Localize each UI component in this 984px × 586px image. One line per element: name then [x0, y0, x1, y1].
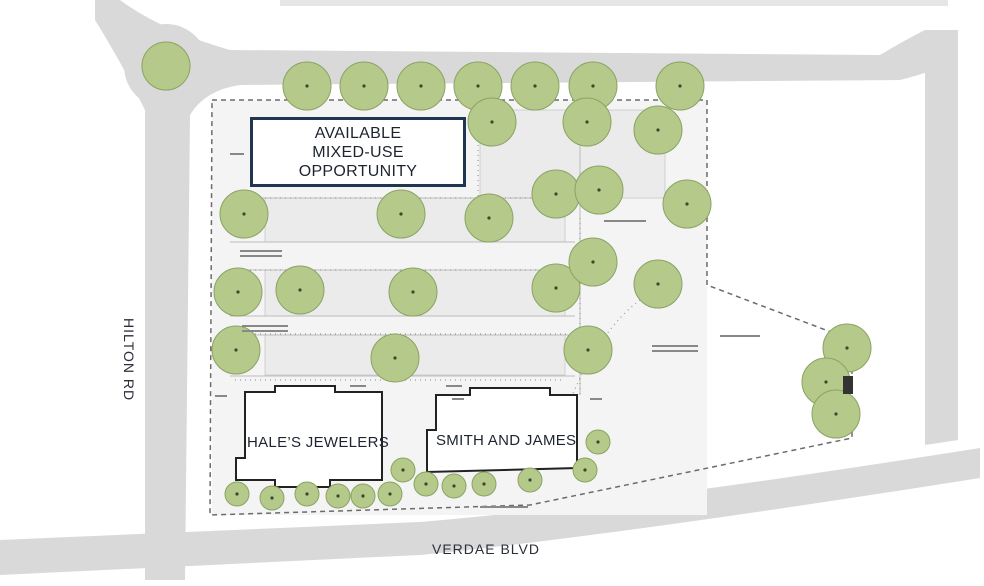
- available-callout: AVAILABLE MIXED-USE OPPORTUNITY: [250, 117, 466, 187]
- tree-trunk-dot: [487, 216, 491, 220]
- callout-line-1: AVAILABLE: [314, 124, 402, 142]
- tree-trunk-dot: [270, 496, 274, 500]
- tree-trunk-dot: [399, 212, 403, 216]
- tree-trunk-dot: [596, 440, 600, 444]
- tree-trunk-dot: [656, 282, 660, 286]
- tree-trunk-dot: [411, 290, 415, 294]
- tree-trunk-dot: [597, 188, 601, 192]
- tree-trunk-dot: [452, 484, 456, 488]
- tree-trunk-dot: [298, 288, 302, 292]
- buildings: [235, 385, 578, 488]
- tree-trunk-dot: [235, 492, 239, 496]
- tree-trunk-dot: [845, 346, 849, 350]
- tree-trunk-dot: [583, 468, 587, 472]
- tree-trunk-dot: [361, 494, 365, 498]
- tree-trunk-dot: [424, 482, 428, 486]
- tree-trunk-dot: [591, 260, 595, 264]
- tree-trunk-dot: [585, 120, 589, 124]
- tree-trunk-dot: [336, 494, 340, 498]
- tree-trunk-dot: [586, 348, 590, 352]
- tree-trunk-dot: [528, 478, 532, 482]
- tree-trunk-dot: [234, 348, 238, 352]
- tree-trunk-dot: [685, 202, 689, 206]
- smith-and-james-building: [426, 387, 578, 474]
- tree-trunk-dot: [482, 482, 486, 486]
- verdae-blvd-road: [0, 448, 980, 575]
- tree-trunk-dot: [656, 128, 660, 132]
- hilton-rd-label: HILTON RD: [121, 318, 137, 402]
- smith-and-james-label: SMITH AND JAMES: [436, 432, 577, 449]
- tree-trunk-dot: [236, 290, 240, 294]
- tree-trunk-dot: [678, 84, 682, 88]
- hales-jewelers-building: [235, 385, 383, 488]
- trees: [211, 61, 872, 511]
- tree-trunk-dot: [476, 84, 480, 88]
- tree-trunk-dot: [824, 380, 828, 384]
- tree-trunk-dot: [591, 84, 595, 88]
- tree-trunk-dot: [362, 84, 366, 88]
- tree-trunk-dot: [419, 84, 423, 88]
- hales-jewelers-label: HALE’S JEWELERS: [247, 434, 390, 451]
- tree-trunk-dot: [388, 492, 392, 496]
- tree-trunk-dot: [305, 492, 309, 496]
- callout-line-2: MIXED-USE: [312, 143, 404, 161]
- tree-trunk-dot: [490, 120, 494, 124]
- east-road: [925, 30, 958, 445]
- tree-trunk-dot: [242, 212, 246, 216]
- tree-trunk-dot: [834, 412, 838, 416]
- tree-trunk-dot: [533, 84, 537, 88]
- callout-line-3: OPPORTUNITY: [298, 162, 418, 180]
- roundabout-island: [141, 41, 191, 91]
- tree-trunk-dot: [401, 468, 405, 472]
- tree-trunk-dot: [554, 286, 558, 290]
- utility-structure: [843, 376, 853, 394]
- top-strip: [280, 0, 948, 6]
- verdae-blvd-label: VERDAE BLVD: [432, 541, 540, 557]
- tree-trunk-dot: [393, 356, 397, 360]
- tree-trunk-dot: [554, 192, 558, 196]
- tree-trunk-dot: [305, 84, 309, 88]
